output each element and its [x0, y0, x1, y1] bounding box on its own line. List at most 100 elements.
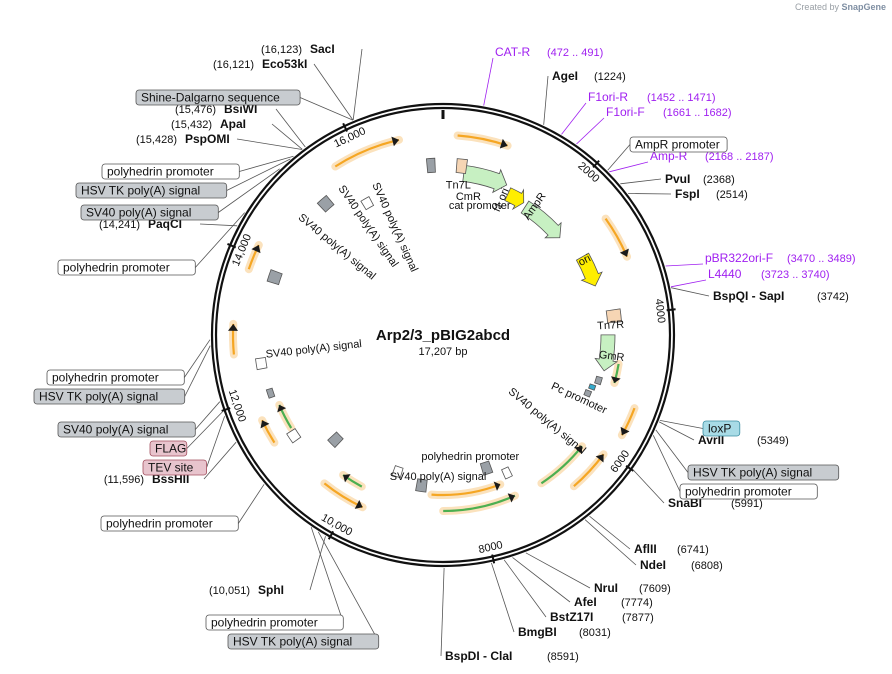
- enzyme-site[interactable]: PaqCI(14,241): [99, 217, 182, 231]
- leader-line: [576, 117, 605, 145]
- enzyme-position: (16,121): [213, 59, 254, 71]
- feature-callout[interactable]: SV40 poly(A) signal: [80, 204, 219, 221]
- feature-callout-label: polyhedrin promoter: [685, 485, 792, 499]
- enzyme-site[interactable]: NdeI(6808): [640, 558, 723, 572]
- enzyme-site[interactable]: AgeI(1224): [552, 69, 626, 83]
- feature-box[interactable]: [594, 375, 603, 386]
- feature-box[interactable]: [360, 196, 375, 211]
- feature-box[interactable]: [255, 357, 268, 371]
- feature-box[interactable]: [583, 388, 593, 398]
- feature-callout[interactable]: HSV TK poly(A) signal: [75, 182, 228, 199]
- enzyme-site[interactable]: AvrII(5349): [698, 433, 789, 447]
- plasmid-size: 17,207 bp: [419, 346, 468, 358]
- feature-callout[interactable]: polyhedrin promoter: [46, 369, 185, 386]
- primer-site[interactable]: F1ori-F(1661 .. 1682): [606, 105, 732, 119]
- feature-box[interactable]: [327, 431, 344, 449]
- enzyme-site[interactable]: SphI(10,051): [209, 583, 284, 597]
- feature-callout-label: FLAG: [155, 442, 186, 456]
- enzyme-position: (15,476): [175, 104, 216, 116]
- feature-box[interactable]: [501, 466, 513, 480]
- backbone-inner-strand: [214, 106, 672, 564]
- feature-box[interactable]: [316, 194, 335, 213]
- leader-line: [609, 161, 649, 173]
- enzyme-position: (2514): [716, 189, 748, 201]
- feature-callout-box: [101, 163, 240, 180]
- feature-box[interactable]: [391, 465, 404, 479]
- feature-callout-label: polyhedrin promoter: [106, 517, 213, 531]
- enzyme-site[interactable]: BssHII(11,596): [104, 472, 190, 486]
- feature-callout[interactable]: polyhedrin promoter: [205, 614, 344, 631]
- feature-arrow[interactable]: [575, 252, 603, 287]
- primer-range: (1452 .. 1471): [647, 92, 716, 104]
- orf-arrowhead: [507, 493, 515, 503]
- enzyme-site[interactable]: ApaI(15,432): [171, 117, 246, 131]
- leader-line: [183, 339, 211, 378]
- enzyme-site[interactable]: NruI(7609): [594, 581, 671, 595]
- plasmid-name: Arp2/3_pBIG2abcd: [376, 327, 510, 344]
- feature-callout[interactable]: HSV TK poly(A) signal: [687, 464, 840, 481]
- primer-site[interactable]: CAT-R(472 .. 491): [495, 45, 603, 59]
- feature-callout[interactable]: loxP: [702, 420, 741, 437]
- feature-callout[interactable]: polyhedrin promoter: [101, 163, 240, 180]
- feature-box[interactable]: [479, 460, 494, 476]
- feature-callout-box: [142, 459, 207, 476]
- tick-mark: [491, 554, 496, 564]
- enzyme-site[interactable]: BmgBI(8031): [518, 625, 611, 639]
- enzyme-site[interactable]: AfeI(7774): [574, 595, 653, 609]
- feature-callout-label: Shine-Dalgarno sequence: [141, 91, 280, 105]
- enzyme-site[interactable]: PvuI(2368): [665, 172, 735, 186]
- feature-box[interactable]: [425, 157, 436, 174]
- feature-box[interactable]: [415, 478, 428, 493]
- enzyme-site[interactable]: BstZ17I(7877): [550, 610, 654, 624]
- leader-line: [194, 401, 221, 430]
- enzyme-site[interactable]: PspOMI(15,428): [136, 132, 230, 146]
- enzyme-site[interactable]: SnaBI(5991): [668, 496, 763, 510]
- primer-site[interactable]: F1ori-R(1452 .. 1471): [588, 90, 716, 104]
- primer-site[interactable]: Amp-R(2168 .. 2187): [650, 149, 774, 163]
- feature-box[interactable]: [605, 308, 622, 324]
- leader-line: [483, 57, 494, 106]
- primer-site[interactable]: L4440(3723 .. 3740): [708, 267, 830, 281]
- enzyme-site[interactable]: BsiWI (15,476): [175, 102, 257, 116]
- feature-box[interactable]: [286, 428, 302, 444]
- feature-callout[interactable]: polyhedrin promoter: [679, 483, 818, 500]
- feature-callout[interactable]: AmpR promoter: [629, 136, 728, 153]
- feature-box[interactable]: [266, 269, 283, 286]
- primer-site[interactable]: pBR322ori-F(3470 .. 3489): [705, 251, 856, 265]
- enzyme-site[interactable]: AflII(6741): [634, 542, 709, 556]
- feature-callout[interactable]: HSV TK poly(A) signal: [33, 388, 186, 405]
- tick-mark: [592, 160, 600, 169]
- leader-line: [440, 567, 445, 657]
- feature-arrow[interactable]: [504, 187, 525, 211]
- tick-label: 4000: [652, 298, 667, 324]
- enzyme-site[interactable]: BspDI - ClaI(8591): [445, 649, 579, 663]
- feature-arrow[interactable]: [594, 334, 619, 372]
- enzyme-site[interactable]: SacI(16,123): [261, 42, 335, 56]
- enzyme-site[interactable]: FspI(2514): [675, 187, 748, 201]
- tick-mark: [666, 308, 676, 312]
- enzyme-site[interactable]: Eco53kI(16,121): [213, 57, 307, 71]
- feature-callout[interactable]: polyhedrin promoter: [100, 515, 239, 532]
- enzyme-name: NdeI: [640, 558, 666, 572]
- tick-mark: [625, 464, 635, 472]
- feature-box[interactable]: [265, 387, 276, 399]
- enzyme-name: BsiWI: [224, 102, 257, 116]
- feature-arrow[interactable]: [462, 164, 508, 194]
- feature-box[interactable]: [455, 158, 468, 175]
- orf-layer: [228, 131, 639, 515]
- callout-layer: AgeI(1224) PvuI(2368)FspI(2514) BspQI - Sa…: [33, 42, 856, 663]
- feature-callout[interactable]: Shine-Dalgarno sequence: [135, 89, 301, 106]
- leader-line: [665, 263, 704, 267]
- enzyme-position: (15,432): [171, 119, 212, 131]
- feature-callout[interactable]: FLAG: [149, 440, 188, 457]
- feature-callout[interactable]: HSV TK poly(A) signal: [227, 633, 380, 650]
- leader-line: [239, 155, 294, 172]
- feature-callout[interactable]: polyhedrin promoter: [57, 259, 196, 276]
- feature-callout[interactable]: TEV site: [142, 459, 207, 476]
- feature-callout[interactable]: SV40 poly(A) signal: [57, 421, 196, 438]
- enzyme-site[interactable]: BspQI - SapI(3742): [713, 289, 849, 303]
- feature-label: SV40 poly(A) signal: [390, 471, 487, 483]
- feature-arrow[interactable]: [520, 200, 562, 239]
- orf-arrowhead: [619, 248, 629, 257]
- feature-box[interactable]: [588, 383, 597, 391]
